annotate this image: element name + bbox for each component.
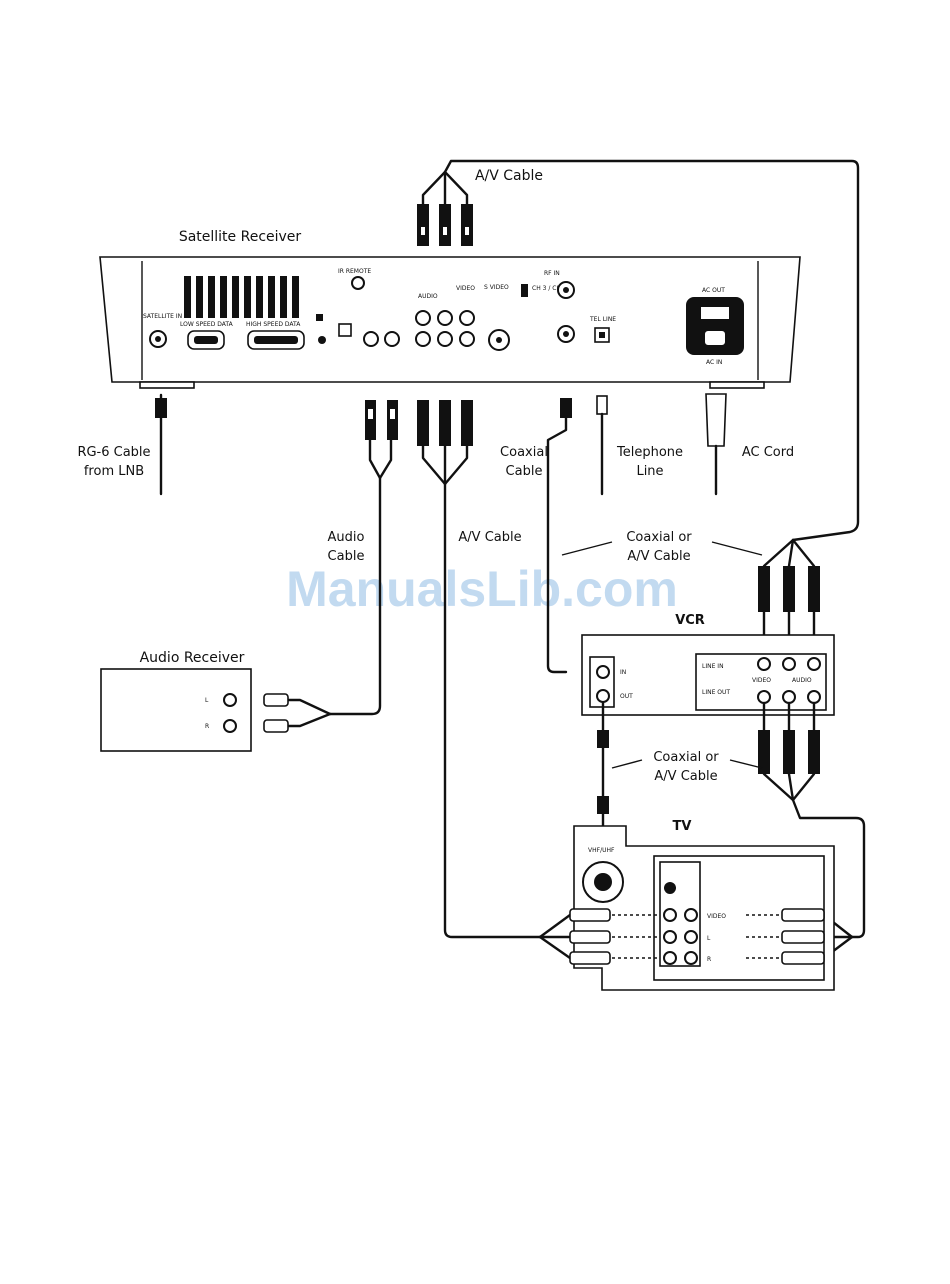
audio-receiver-l-jack-icon bbox=[223, 693, 237, 707]
tel-line-label: TEL LINE bbox=[589, 316, 616, 323]
s-video-label: S VIDEO bbox=[484, 284, 509, 291]
vcr-line-out-label: LINE OUT bbox=[702, 689, 730, 696]
coax-av-lower-label-line2: A/V Cable bbox=[654, 769, 717, 784]
channel-switch-label: CH 3 / CH 4 bbox=[532, 285, 567, 292]
telephone-line-label-line2: Line bbox=[636, 464, 663, 479]
vcr-out-jack-icon bbox=[596, 689, 610, 703]
audio-cable: Audio Cable bbox=[266, 400, 398, 728]
ac-cord-label: AC Cord bbox=[742, 445, 794, 460]
audio-out-r-jack-icon bbox=[363, 331, 379, 347]
channel-switch-icon bbox=[521, 284, 528, 297]
audio-receiver-r-label: R bbox=[205, 723, 209, 730]
tv: VHF/UHF VIDEO L R TV bbox=[569, 819, 835, 991]
tv-title: TV bbox=[673, 819, 692, 834]
telephone-line-label-line1: Telephone bbox=[616, 445, 683, 460]
av-cable-top: A/V Cable bbox=[417, 159, 860, 542]
video-label: VIDEO bbox=[456, 285, 475, 292]
rf-in-label: RF IN bbox=[544, 270, 560, 277]
tv-audio-r-label: R bbox=[707, 956, 711, 963]
vcr-out-label: OUT bbox=[620, 693, 633, 700]
satellite-receiver: SATELLITE IN LOW SPEED DATA HIGH SPEED D… bbox=[99, 229, 801, 389]
av-cable-mid-label: A/V Cable bbox=[458, 530, 521, 545]
tv-audio-l-label: L bbox=[707, 935, 711, 942]
rg6-cable: RG-6 Cable from LNB bbox=[77, 393, 167, 496]
vcr-in-label: IN bbox=[620, 669, 626, 676]
audio-label: AUDIO bbox=[418, 293, 438, 300]
audio-receiver: L R Audio Receiver bbox=[100, 650, 289, 752]
vcr-line-in-label: LINE IN bbox=[702, 663, 724, 670]
coaxial-cable-label-line2: Cable bbox=[506, 464, 543, 479]
vcr-title: VCR bbox=[675, 613, 705, 628]
audio-cable-label-line2: Cable bbox=[328, 549, 365, 564]
coax-av-upper-label-line2: A/V Cable bbox=[627, 549, 690, 564]
telephone-line: Telephone Line bbox=[596, 395, 683, 496]
coaxial-cable: Coaxial Cable bbox=[500, 398, 572, 674]
low-speed-data-label: LOW SPEED DATA bbox=[180, 321, 234, 328]
vent-grille bbox=[184, 276, 299, 318]
av-cable-top-label: A/V Cable bbox=[475, 168, 543, 184]
audio-out-l-jack-icon bbox=[384, 331, 400, 347]
vcr: IN OUT LINE IN LINE OUT VIDEO AUDIO VCR bbox=[581, 613, 835, 716]
audio-cable-label-line1: Audio bbox=[328, 530, 365, 545]
ac-in-label: AC IN bbox=[706, 359, 722, 366]
vcr-video-label: VIDEO bbox=[752, 677, 771, 684]
audio-receiver-r-jack-icon bbox=[223, 719, 237, 733]
high-speed-data-label: HIGH SPEED DATA bbox=[246, 321, 301, 328]
rg6-label-line2: from LNB bbox=[84, 464, 144, 479]
coax-av-upper-label-line1: Coaxial or bbox=[626, 530, 692, 545]
tv-vhf-uhf-label: VHF/UHF bbox=[588, 847, 615, 854]
satellite-in-label: SATELLITE IN bbox=[143, 313, 182, 320]
satellite-receiver-title: Satellite Receiver bbox=[179, 229, 302, 245]
ac-out-label: AC OUT bbox=[702, 287, 725, 294]
ac-cord: AC Cord bbox=[705, 393, 794, 496]
audio-receiver-title: Audio Receiver bbox=[140, 650, 245, 666]
av-cable-mid: A/V Cable bbox=[417, 400, 572, 960]
ir-remote-label: IR REMOTE bbox=[338, 268, 371, 275]
tv-video-label: VIDEO bbox=[707, 913, 726, 920]
vcr-audio-label: AUDIO bbox=[792, 677, 812, 684]
audio-receiver-body bbox=[100, 668, 252, 752]
coaxial-cable-label-line1: Coaxial bbox=[500, 445, 548, 460]
coax-av-cable-lower: Coaxial or A/V Cable bbox=[597, 701, 866, 960]
rg6-label-line1: RG-6 Cable bbox=[77, 445, 150, 460]
ir-remote-jack-icon bbox=[351, 276, 365, 290]
audio-receiver-l-label: L bbox=[205, 697, 209, 704]
watermark-text: ManualsLib.com bbox=[286, 561, 678, 617]
coax-av-lower-label-line1: Coaxial or bbox=[653, 750, 719, 765]
vcr-in-jack-icon bbox=[596, 665, 610, 679]
